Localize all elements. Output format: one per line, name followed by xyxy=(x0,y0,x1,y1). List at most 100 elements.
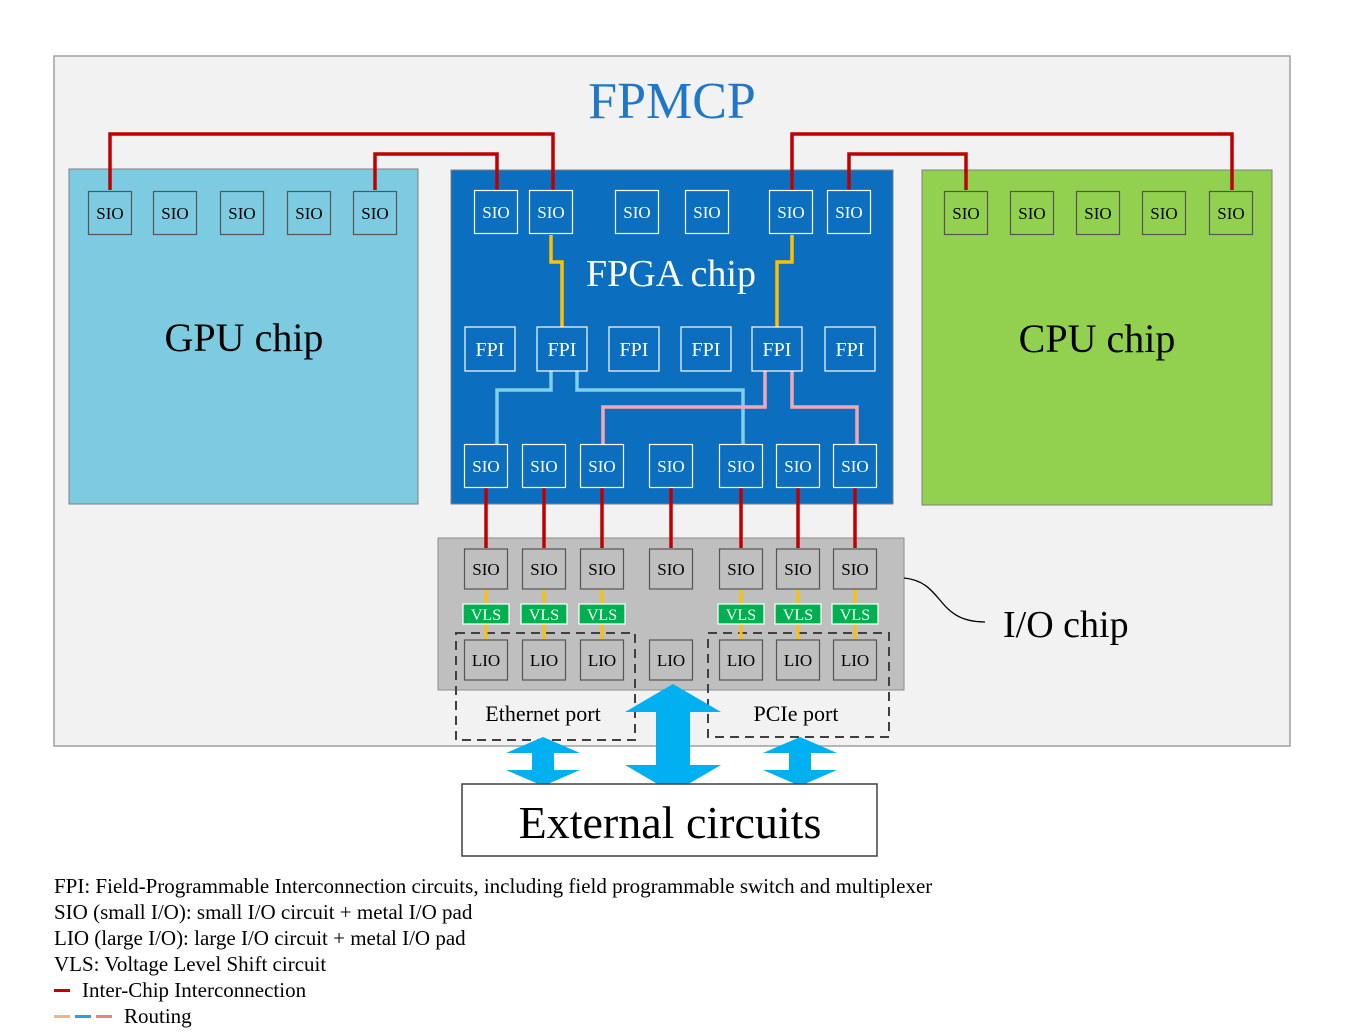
io-lio-1-box xyxy=(463,639,509,681)
cpu-sio-4: SIO xyxy=(1141,190,1187,236)
fpga-fpi-5-text: FPI xyxy=(763,339,792,361)
route-fpi-sio-blue-2 xyxy=(575,371,745,444)
routing-swatch-blue xyxy=(75,1014,91,1018)
fpga-bottom-sio-5-text: SIO xyxy=(727,457,754,476)
fpga-fpi-4-box xyxy=(680,326,732,372)
wire-fpga-cpu-outer xyxy=(790,132,1234,190)
fpga-fpi-5: FPI xyxy=(751,326,803,372)
io-sio-7-box xyxy=(832,548,878,590)
fpga-bottom-sio-3: SIO xyxy=(579,443,625,489)
cpu-sio-1-box xyxy=(943,190,989,236)
cpu-sio-3-box xyxy=(1075,190,1121,236)
io-sio-3-box xyxy=(579,548,625,590)
io-sio-4: SIO xyxy=(648,548,694,590)
io-vls-6-text: VLS xyxy=(840,607,870,624)
io-vls-4-box xyxy=(717,603,765,625)
fpga-bottom-sio-1: SIO xyxy=(463,443,509,489)
io-lio-3-text: LIO xyxy=(588,651,616,670)
io-sio-4-text: SIO xyxy=(657,560,684,579)
io-sio-2: SIO xyxy=(521,548,567,590)
fpga-fpi-3-text: FPI xyxy=(620,339,649,361)
fpga-bottom-sio-1-box xyxy=(463,443,509,489)
route-fpi-sio-pink-1 xyxy=(601,371,767,444)
fpga-top-sio-1-text: SIO xyxy=(482,203,509,222)
io-sio-7-text: SIO xyxy=(841,560,868,579)
io-vls-6: VLS xyxy=(831,603,879,625)
wire-gpu-fpga-inner xyxy=(373,152,499,190)
legend-vls-text: VLS: Voltage Level Shift circuit xyxy=(54,952,327,976)
gpu-sio-5-text: SIO xyxy=(361,204,388,223)
legend-fpi: FPI: Field-Programmable Interconnection … xyxy=(54,873,932,899)
fpga-fpi-4: FPI xyxy=(680,326,732,372)
gpu-sio-4: SIO xyxy=(286,190,332,236)
gpu-sio-2-box xyxy=(152,190,198,236)
io-lio-2: LIO xyxy=(521,639,567,681)
pcie-port-label: PCIe port xyxy=(754,701,839,726)
io-vls-2-text: VLS xyxy=(529,607,559,624)
cpu-sio-1: SIO xyxy=(943,190,989,236)
io-sio-1-box xyxy=(463,548,509,590)
io-sio-3-text: SIO xyxy=(588,560,615,579)
cpu-sio-5: SIO xyxy=(1208,190,1254,236)
legend-sio: SIO (small I/O): small I/O circuit + met… xyxy=(54,899,932,925)
legend-vls: VLS: Voltage Level Shift circuit xyxy=(54,951,932,977)
io-sio-5-text: SIO xyxy=(727,560,754,579)
arrow-lio-external xyxy=(625,684,721,793)
fpga-fpi-6: FPI xyxy=(824,326,876,372)
route-sio-fpi-left xyxy=(549,235,564,327)
arrow-ethernet-external xyxy=(506,737,580,786)
legend-sio-text: SIO (small I/O): small I/O circuit + met… xyxy=(54,900,473,924)
gpu-sio-1-box xyxy=(87,190,133,236)
gpu-sio-3-text: SIO xyxy=(228,204,255,223)
io-lio-4-text: LIO xyxy=(657,651,685,670)
fpga-bottom-sio-1-text: SIO xyxy=(472,457,499,476)
external-circuits-label: External circuits xyxy=(519,797,822,848)
io-lio-5: LIO xyxy=(718,639,764,681)
io-lio-3: LIO xyxy=(579,639,625,681)
fpga-chip-label: FPGA chip xyxy=(586,253,756,295)
gpu-sio-5-box xyxy=(352,190,398,236)
fpga-bottom-sio-2-box xyxy=(521,443,567,489)
io-sio-6-box xyxy=(775,548,821,590)
arrow-pcie-external xyxy=(763,737,837,786)
external-arrows xyxy=(506,684,837,793)
io-sio-1: SIO xyxy=(463,548,509,590)
inter-chip-wires xyxy=(108,132,1234,548)
io-vls-5-text: VLS xyxy=(783,607,813,624)
fpga-bottom-sio-7-box xyxy=(832,443,878,489)
legend-lio: LIO (large I/O): large I/O circuit + met… xyxy=(54,925,932,951)
io-sio-7: SIO xyxy=(832,548,878,590)
gpu-sio-4-text: SIO xyxy=(295,204,322,223)
legend-inter-chip: Inter-Chip Interconnection xyxy=(54,977,932,1003)
io-lio-7: LIO xyxy=(832,639,878,681)
gpu-chip-label: GPU chip xyxy=(165,315,324,360)
inter-chip-swatch xyxy=(54,988,70,992)
cpu-sio-5-text: SIO xyxy=(1217,204,1244,223)
io-sio-5-box xyxy=(718,548,764,590)
fpga-bottom-sio-4: SIO xyxy=(648,443,694,489)
io-lio-2-box xyxy=(521,639,567,681)
fpga-bottom-sio-2: SIO xyxy=(521,443,567,489)
io-lio-5-box xyxy=(718,639,764,681)
fpmcp-title: FPMCP xyxy=(588,73,756,130)
fpga-bottom-sio-7: SIO xyxy=(832,443,878,489)
route-fpi-sio-blue-1 xyxy=(495,371,553,444)
fpga-top-sio-3-text: SIO xyxy=(623,203,650,222)
fpga-top-sio-6: SIO xyxy=(826,189,872,235)
fpga-fpi-4-text: FPI xyxy=(692,339,721,361)
io-vls-4: VLS xyxy=(717,603,765,625)
fpga-top-sio-4-text: SIO xyxy=(693,203,720,222)
io-vls-3-box xyxy=(578,603,626,625)
gpu-sio-1-text: SIO xyxy=(96,204,123,223)
io-lio-2-text: LIO xyxy=(530,651,558,670)
fpga-bottom-sio-2-text: SIO xyxy=(530,457,557,476)
io-vls-1-text: VLS xyxy=(471,607,501,624)
gpu-sio-3-box xyxy=(219,190,265,236)
gpu-sio-3: SIO xyxy=(219,190,265,236)
legend-inter-chip-text: Inter-Chip Interconnection xyxy=(82,978,307,1002)
cpu-sio-5-box xyxy=(1208,190,1254,236)
cpu-sio-2-box xyxy=(1009,190,1055,236)
legend-lio-text: LIO (large I/O): large I/O circuit + met… xyxy=(54,926,466,950)
io-lio-7-text: LIO xyxy=(841,651,869,670)
